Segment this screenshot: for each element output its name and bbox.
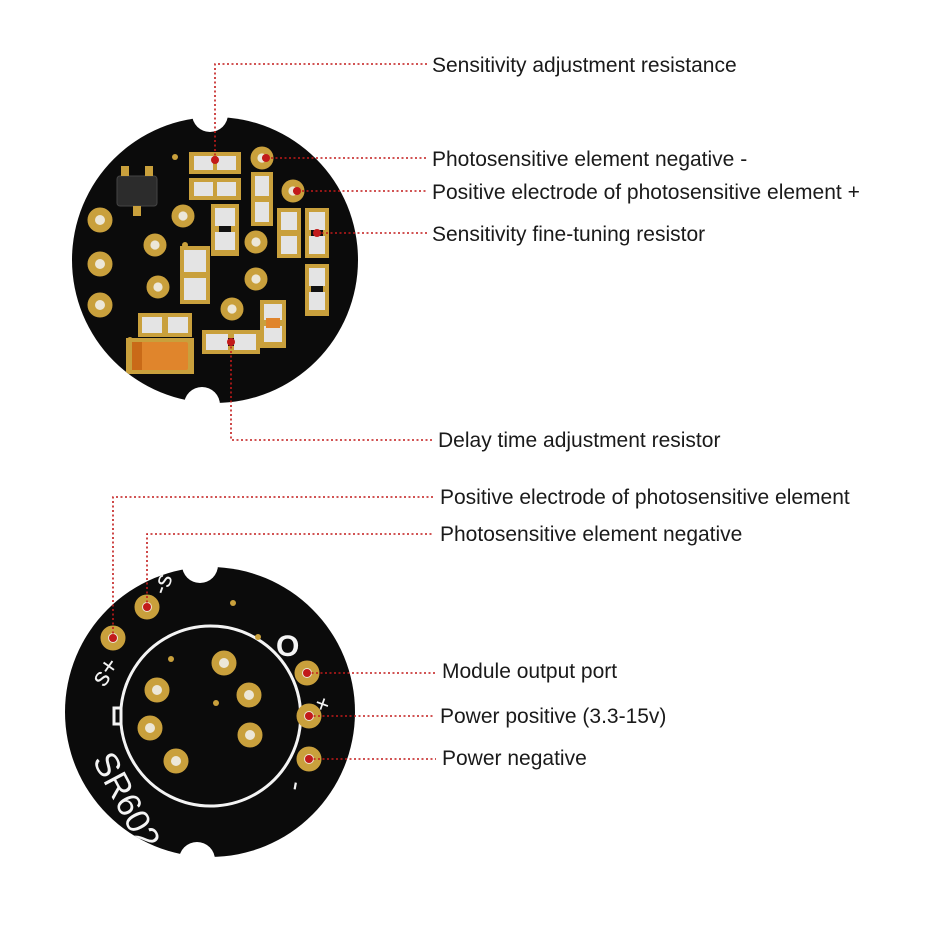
- leader-photo-negative-bottom: [146, 533, 434, 607]
- right-smd-cluster: [251, 172, 329, 348]
- bottom-board-notch-upper: [182, 547, 218, 583]
- pad-hole: [145, 723, 155, 733]
- pad-hole: [244, 690, 254, 700]
- bottom-pcb-board: s+ -s O + - SR602: [65, 547, 355, 878]
- top-pcb-board: [72, 96, 358, 423]
- pad-hole: [219, 658, 229, 668]
- via: [213, 700, 219, 706]
- smd-resistor: [189, 178, 241, 200]
- pad-hole: [95, 300, 105, 310]
- leader-dot: [262, 154, 270, 162]
- pad-hole: [153, 282, 163, 292]
- pad-hole: [95, 259, 105, 269]
- pad-hole: [152, 685, 162, 695]
- leader-dot: [143, 603, 151, 611]
- leader-sensitivity-adjustment: [214, 63, 428, 160]
- middle-smd-cluster: [180, 204, 239, 304]
- label-photo-negative-bottom: Photosensitive element negative: [440, 523, 743, 546]
- via: [230, 600, 236, 606]
- tantalum-capacitor: [126, 338, 194, 374]
- pad-hole: [251, 237, 261, 247]
- leader-delay-time: [230, 342, 433, 441]
- leader-dot: [305, 712, 313, 720]
- label-photo-positive-bottom: Positive electrode of photosensitive ele…: [440, 486, 850, 509]
- pad-hole: [178, 211, 188, 221]
- label-power-negative: Power negative: [442, 747, 587, 770]
- label-output-port: Module output port: [442, 660, 618, 683]
- pad-hole: [227, 304, 237, 314]
- label-fine-tuning: Sensitivity fine-tuning resistor: [432, 223, 706, 246]
- label-sensitivity-adjustment: Sensitivity adjustment resistance: [432, 54, 737, 77]
- leader-photo-positive-bottom: [112, 496, 434, 638]
- leader-dot: [305, 755, 313, 763]
- leader-lines: [109, 63, 436, 763]
- sensor-key-tab: [112, 706, 123, 726]
- leader-dot: [109, 634, 117, 642]
- top-board-notch-upper: [192, 96, 228, 132]
- label-photo-positive: Positive electrode of photosensitive ele…: [432, 181, 860, 204]
- label-delay-time: Delay time adjustment resistor: [438, 429, 721, 452]
- pad-hole: [95, 215, 105, 225]
- leader-dot: [211, 156, 219, 164]
- pad-hole: [245, 730, 255, 740]
- bottom-board-notch-lower: [179, 842, 215, 878]
- leader-dot: [293, 187, 301, 195]
- leader-dot: [313, 229, 321, 237]
- bottom-left-smd-cluster: [126, 313, 194, 374]
- via: [172, 154, 178, 160]
- top-board-notch-lower: [184, 387, 220, 423]
- leader-dot: [303, 669, 311, 677]
- sot-ic-chip: [116, 166, 158, 216]
- pad-hole: [171, 756, 181, 766]
- bottom-board-disc: [65, 567, 355, 857]
- pad-hole: [251, 274, 261, 284]
- silk-output-o: O: [276, 630, 299, 663]
- via: [168, 656, 174, 662]
- pad-hole: [150, 240, 160, 250]
- label-photo-negative: Photosensitive element negative -: [432, 148, 748, 171]
- top-left-pad-column: [87, 207, 113, 318]
- via: [255, 634, 261, 640]
- label-power-positive: Power positive (3.3-15v): [440, 705, 667, 728]
- leader-dot: [227, 338, 235, 346]
